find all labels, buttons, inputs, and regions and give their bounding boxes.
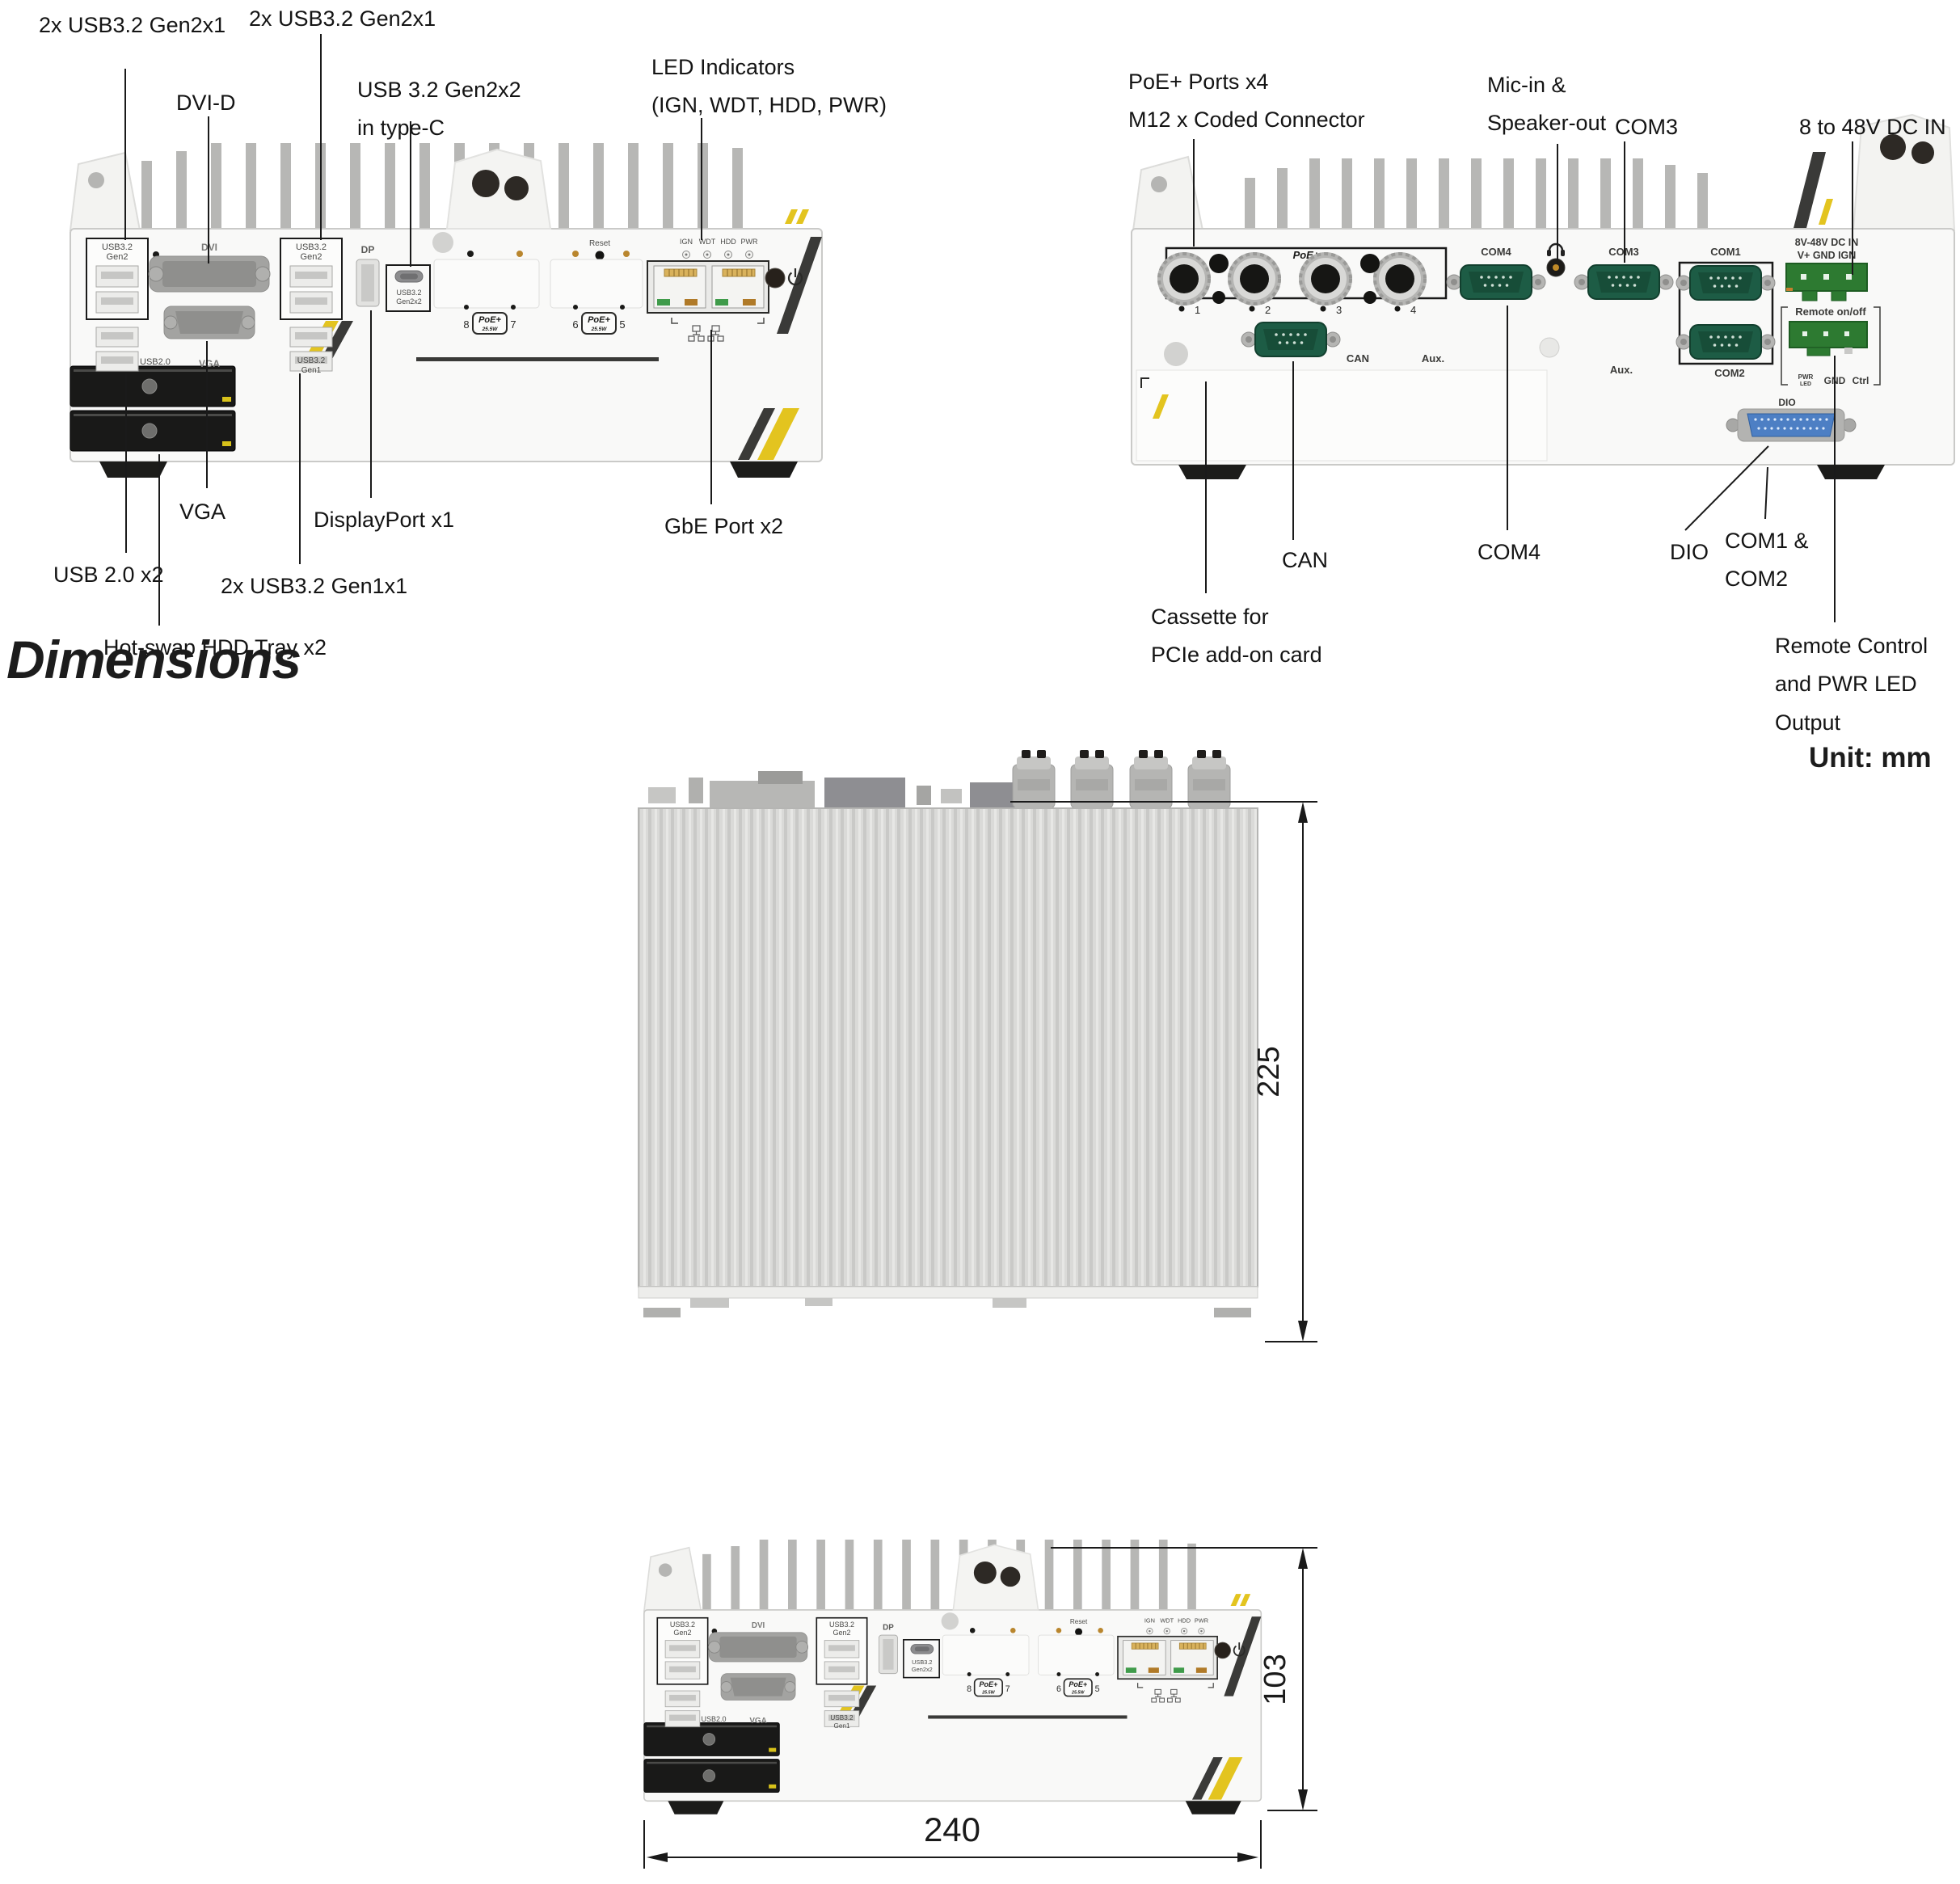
callout-usb32-gen2x1-mid: 2x USB3.2 Gen2x1 <box>249 6 436 31</box>
front-panel-graphic <box>70 143 822 478</box>
callout-poe-ports: PoE+ Ports x4 M12 x Coded Connector <box>1128 70 1365 133</box>
callout-gbe: GbE Port x2 <box>664 514 784 538</box>
callout-vga: VGA <box>179 499 226 524</box>
decorative-stripes <box>1790 152 1833 241</box>
db9-connector-can: CAN Aux. <box>1241 322 1444 365</box>
m12-number: 2 <box>1265 304 1271 316</box>
heatsink-fins <box>1245 158 1708 229</box>
m12-connector <box>1373 252 1427 306</box>
aux-label: Aux. <box>1422 352 1444 365</box>
antenna-hole <box>1539 337 1560 358</box>
can-label: CAN <box>1347 352 1369 365</box>
callout-hot-swap: Hot-swap HDD Tray x2 <box>103 635 327 660</box>
front-view-dimensioned <box>643 1532 1263 1817</box>
callout-com3: COM3 <box>1615 115 1679 139</box>
callout-usb32-gen1x1: 2x USB3.2 Gen1x1 <box>221 574 408 598</box>
ctrl-label: Ctrl <box>1853 375 1869 386</box>
dimension-height: 103 <box>1258 1654 1292 1705</box>
com4-label: COM4 <box>1481 246 1511 258</box>
remote-onoff-label: Remote on/off <box>1795 306 1866 318</box>
callout-usb32-gen2x1-left: 2x USB3.2 Gen2x1 <box>39 13 226 37</box>
m12-number: 3 <box>1336 304 1342 316</box>
m12-number: 4 <box>1410 304 1416 316</box>
callout-mic-speaker: Mic-in & Speaker-out <box>1487 73 1607 136</box>
rear-panel-illustration: PoE+ 1 2 3 4 CAN Aux. <box>1131 113 1956 479</box>
m12-connector <box>1228 252 1281 306</box>
dio-connector: DIO <box>1726 397 1857 442</box>
bottom-edge <box>638 1286 1258 1317</box>
top-view-illustration <box>638 750 1258 1317</box>
front-panel-graphic <box>644 1540 1261 1814</box>
callout-dio: DIO <box>1670 540 1709 564</box>
dimensions-heading: Dimensions <box>6 630 301 689</box>
aux-label: Aux. <box>1610 364 1633 376</box>
callout-led-indicators: LED Indicators (IGN, WDT, HDD, PWR) <box>651 55 887 118</box>
dc-label-1: 8V-48V DC IN <box>1795 237 1859 248</box>
top-edge-connectors <box>648 771 1023 808</box>
callout-remote: Remote Control and PWR LED Output <box>1775 634 1928 735</box>
callout-com4: COM4 <box>1477 540 1541 564</box>
callout-cassette: Cassette for PCIe add-on card <box>1151 605 1322 668</box>
dc-label-2: V+ GND IGN <box>1798 250 1857 261</box>
m12-connector <box>1157 252 1211 306</box>
headphone-icon <box>1546 242 1566 277</box>
callout-displayport: DisplayPort x1 <box>314 508 455 532</box>
mount-hole <box>1164 342 1188 366</box>
gnd-label: GND <box>1824 375 1846 386</box>
com1-label: COM1 <box>1710 246 1741 258</box>
m12-number: 1 <box>1195 304 1200 316</box>
callout-dvi-d: DVI-D <box>176 91 236 115</box>
db9-connectors-com1-com2: COM1 COM2 <box>1675 246 1776 379</box>
rear-connector-bump <box>1852 113 1956 231</box>
callout-dc-in: 8 to 48V DC IN <box>1799 115 1946 139</box>
m12-poe-connectors: PoE+ 1 2 3 4 <box>1157 247 1448 316</box>
dio-label: DIO <box>1778 397 1795 408</box>
unit-label: Unit: mm <box>1809 742 1932 773</box>
com2-label: COM2 <box>1714 367 1745 379</box>
heatsink-top <box>638 807 1258 1288</box>
chassis-feet <box>1178 465 1885 479</box>
dc-in-terminal: 8V-48V DC IN V+ GND IGN <box>1785 237 1868 301</box>
callout-can: CAN <box>1282 548 1329 572</box>
pwr-label: PWR <box>1798 373 1814 381</box>
callout-com1-com2: COM1 & COM2 <box>1725 529 1809 592</box>
callout-usbc: USB 3.2 Gen2x2 in type-C <box>357 78 521 141</box>
com3-label: COM3 <box>1608 246 1639 258</box>
pcie-cassette <box>1136 369 1548 462</box>
led-label: LED <box>1800 381 1811 387</box>
callout-usb20: USB 2.0 x2 <box>53 563 164 587</box>
m12-connector <box>1299 252 1352 306</box>
db9-connector-com4: COM4 <box>1446 246 1546 300</box>
chassis-corner-wedge <box>1132 155 1204 231</box>
remote-terminal: Remote on/off PWR LED GND Ctrl <box>1781 306 1881 387</box>
m12-connector-tops <box>1012 750 1231 809</box>
front-panel-illustration <box>69 133 824 481</box>
